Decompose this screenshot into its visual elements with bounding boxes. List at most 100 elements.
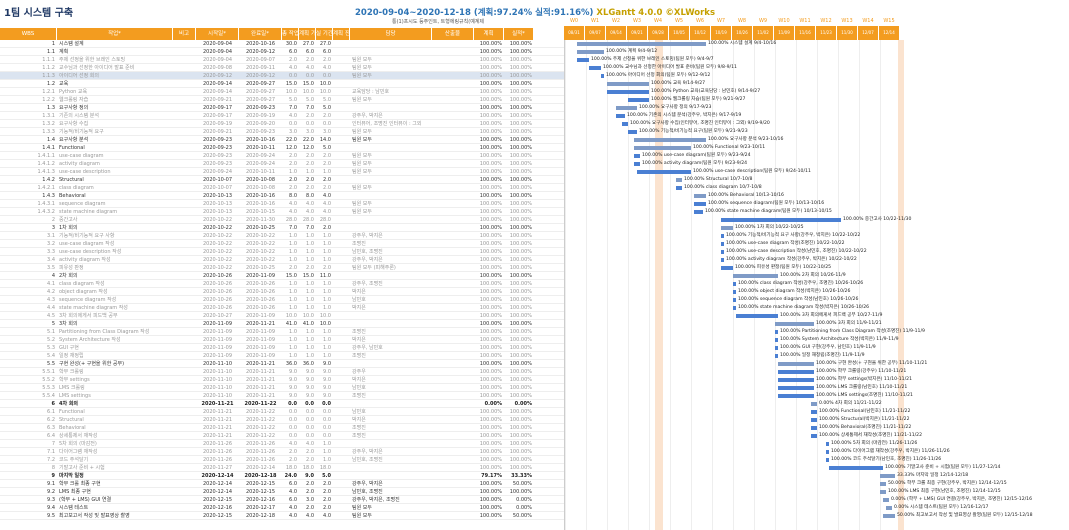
task-bar[interactable] [607,90,649,94]
cell-a[interactable]: 8.0 [289,193,297,199]
cell-b[interactable]: 22.0 [302,137,314,143]
cell-task[interactable]: 다이어그램 재작성 [59,449,98,455]
cell-p[interactable]: 100.00% [479,161,502,167]
cell-o[interactable] [350,80,432,87]
cell-b[interactable]: 0.0 [306,417,314,423]
cell-empty[interactable] [333,456,350,463]
cell-r[interactable]: 100.00% [509,393,532,399]
cell-empty[interactable] [333,440,350,447]
cell-o[interactable]: 남민호 [352,409,366,415]
cell-e[interactable]: 2020-11-22 [245,417,276,423]
cell-p[interactable]: 100.00% [479,449,502,455]
cell-empty[interactable] [333,480,350,487]
cell-r[interactable]: 100.00% [509,321,532,327]
cell-wbs[interactable]: 1.4.3.1 [37,201,56,207]
task-bar[interactable] [736,314,778,318]
cell-p[interactable]: 100.00% [479,233,502,239]
cell-empty[interactable] [333,256,350,263]
cell-s[interactable]: 2020-09-17 [202,105,233,111]
cell-e[interactable]: 2020-11-26 [245,441,276,447]
cell-o[interactable]: 팀원 모두 [352,137,372,143]
cell-r[interactable]: 100.00% [509,417,532,423]
cell-c[interactable]: 0.0 [323,433,331,439]
cell-o[interactable]: 남민호, 조명진 [352,457,383,463]
cell-empty[interactable] [432,136,474,143]
cell-e[interactable]: 2020-11-09 [245,353,276,359]
cell-s[interactable]: 2020-09-08 [202,65,233,71]
cell-e[interactable]: 2020-12-18 [244,473,277,479]
cell-empty[interactable] [432,280,474,287]
cell-empty[interactable] [333,272,350,279]
task-bar[interactable] [694,202,706,206]
cell-c[interactable]: 10.0 [319,81,331,87]
cell-o[interactable]: 조명진 [352,241,366,247]
cell-empty[interactable] [432,104,474,111]
cell-a[interactable]: 0.0 [289,409,297,415]
cell-empty[interactable] [333,504,350,511]
cell-s[interactable]: 2020-10-22 [202,225,233,231]
task-bar[interactable] [589,66,601,70]
cell-empty[interactable] [173,248,196,255]
cell-e[interactable]: 2020-10-08 [245,185,276,191]
cell-c[interactable]: 1.0 [323,233,331,239]
task-bar[interactable] [778,362,814,366]
task-bar[interactable] [601,74,604,78]
cell-empty[interactable] [173,496,196,503]
cell-r[interactable]: 100.00% [509,161,532,167]
cell-empty[interactable] [173,216,196,223]
cell-wbs[interactable]: 1.4.1.2 [37,161,56,167]
cell-a[interactable]: 1.0 [289,249,297,255]
column-header[interactable]: 시작일* [196,28,239,40]
cell-empty[interactable] [173,504,196,511]
cell-b[interactable]: 2.0 [306,489,314,495]
task-bar[interactable] [616,106,637,110]
cell-wbs[interactable]: 7 [51,441,55,447]
cell-empty[interactable] [333,264,350,271]
cell-e[interactable]: 2020-10-16 [245,41,276,47]
cell-o[interactable]: 조명진 [352,329,366,335]
cell-o[interactable]: 강주우, 박지은 [352,233,383,239]
cell-e[interactable]: 2020-11-21 [245,377,276,383]
cell-wbs[interactable]: 1.4.2.1 [37,185,56,191]
cell-a[interactable]: 30.0 [285,41,297,47]
cell-s[interactable]: 2020-11-26 [202,441,233,447]
cell-wbs[interactable]: 4.5 [47,313,55,319]
cell-p[interactable]: 100.00% [479,41,502,47]
cell-empty[interactable] [432,376,474,383]
cell-a[interactable]: 22.0 [285,137,297,143]
cell-c[interactable]: 1.0 [323,249,331,255]
cell-s[interactable]: 2020-10-26 [202,289,233,295]
cell-o[interactable] [350,272,432,279]
cell-r[interactable]: 100.00% [509,457,532,463]
cell-e[interactable]: 2020-09-23 [245,105,276,111]
cell-empty[interactable] [173,352,196,359]
cell-a[interactable]: 9.0 [289,393,297,399]
cell-o[interactable]: 조명진 [352,433,366,439]
cell-p[interactable]: 100.00% [479,249,502,255]
cell-a[interactable]: 0.0 [288,401,297,407]
cell-empty[interactable] [432,336,474,343]
cell-c[interactable]: 1.0 [323,449,331,455]
cell-c[interactable]: 0.0 [323,417,331,423]
cell-p[interactable]: 100.00% [479,145,502,151]
cell-b[interactable]: 9.0 [305,473,314,479]
cell-b[interactable]: 10.0 [302,89,314,95]
cell-empty[interactable] [432,224,474,231]
cell-s[interactable]: 2020-11-09 [202,329,233,335]
cell-task[interactable]: Partitioning from Class Diagram 작성 [59,329,150,335]
cell-empty[interactable] [432,304,474,311]
cell-o[interactable] [350,104,432,111]
cell-empty[interactable] [173,136,196,143]
cell-o[interactable]: 팀원 모두 [352,129,372,135]
task-bar[interactable] [886,506,892,510]
cell-empty[interactable] [333,296,350,303]
task-bar[interactable] [676,178,682,182]
cell-empty[interactable] [432,504,474,511]
cell-empty[interactable] [333,128,350,135]
cell-a[interactable]: 10.0 [285,89,297,95]
cell-b[interactable]: 7.0 [306,225,314,231]
cell-empty[interactable] [432,56,474,63]
